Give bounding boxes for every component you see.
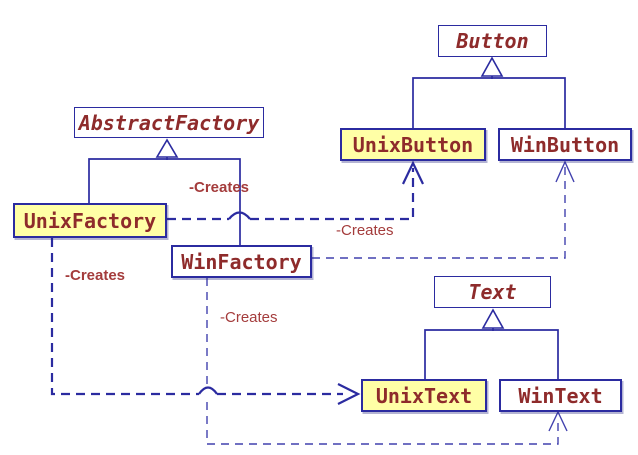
class-name: WinFactory <box>181 249 302 274</box>
class-box-abstractfactory: AbstractFactory <box>74 107 264 138</box>
class-box-unixbutton: UnixButton <box>340 128 486 161</box>
generalization-button-tree <box>412 56 566 128</box>
class-name: UnixText <box>375 383 473 408</box>
class-box-unixtext: UnixText <box>361 379 487 412</box>
creates-label-winfactory-winbutton: -Creates <box>336 222 394 239</box>
class-box-winbutton: WinButton <box>498 128 632 161</box>
class-box-winfactory: WinFactory <box>171 245 312 278</box>
open-arrowhead-icon <box>337 383 361 405</box>
class-name: UnixFactory <box>23 208 157 233</box>
inheritance-triangle-icon <box>481 308 505 329</box>
class-name: WinText <box>518 383 603 408</box>
open-arrowhead-icon <box>548 410 568 432</box>
class-box-wintext: WinText <box>499 379 622 412</box>
creates-label-winfactory-wintext: -Creates <box>220 309 278 326</box>
class-name: UnixButton <box>352 132 474 157</box>
generalization-text-tree <box>424 308 559 379</box>
class-box-button: Button <box>438 25 547 57</box>
creates-label-unixfactory-unixbutton: -Creates <box>189 179 250 196</box>
class-name: Text <box>468 280 517 304</box>
dependency-winfactory-wintext <box>206 278 568 445</box>
generalization-abstractfactory-tree <box>88 138 241 245</box>
class-name: WinButton <box>510 132 620 157</box>
class-box-unixfactory: UnixFactory <box>13 203 167 238</box>
dependency-winfactory-winbutton <box>312 160 575 259</box>
inheritance-triangle-icon <box>155 138 179 158</box>
class-name: Button <box>456 29 529 53</box>
class-box-text: Text <box>434 276 551 308</box>
creates-label-unixfactory-unixtext: -Creates <box>65 267 126 284</box>
dependency-unixfactory-unixtext <box>50 238 361 405</box>
inheritance-triangle-icon <box>480 56 504 77</box>
line-hop-icon <box>198 386 218 395</box>
open-arrowhead-icon <box>555 160 575 183</box>
open-arrowhead-icon <box>402 160 424 185</box>
class-name: AbstractFactory <box>78 110 260 135</box>
